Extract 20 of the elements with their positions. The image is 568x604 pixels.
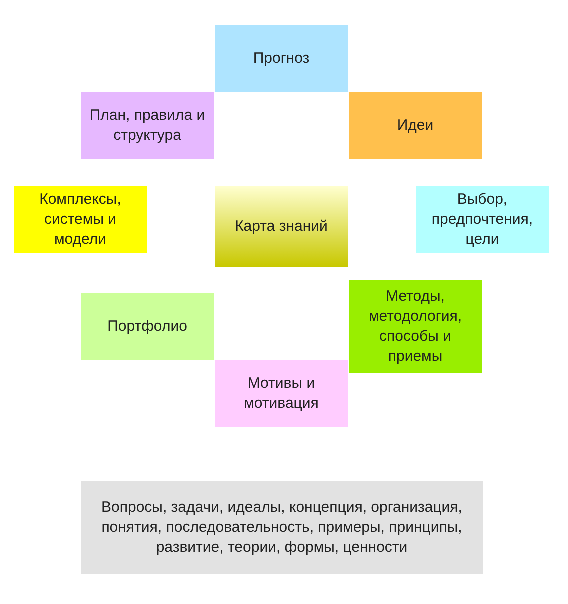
concept-box: [81, 293, 214, 360]
box-label: Портфолио: [108, 316, 188, 336]
box-label: Мотивы и мотивация: [243, 374, 320, 414]
concept-box: [349, 92, 482, 159]
box-label: План, правила и структура: [89, 106, 206, 146]
concept-box: [14, 186, 147, 253]
box-label: Выбор, предпочтения, цели: [430, 190, 534, 250]
concept-box: [215, 186, 348, 267]
box-label: Методы, методология, способы и приемы: [368, 286, 464, 366]
box-label: Идеи: [397, 116, 434, 136]
concept-box: [81, 92, 214, 159]
box-label: Комплексы, системы и модели: [38, 190, 122, 250]
concept-box: [349, 280, 482, 373]
box-label: Вопросы, задачи, идеалы, концепция, организация, понятия, последовательность, примеры, принципы, развитие, теории, формы, ценности: [100, 498, 464, 558]
concept-box: [215, 25, 348, 92]
box-label: Прогноз: [253, 48, 310, 68]
box-label: Карта знаний: [235, 216, 328, 236]
concept-box: [416, 186, 549, 253]
concept-box: [81, 481, 483, 574]
concept-box: [215, 360, 348, 427]
